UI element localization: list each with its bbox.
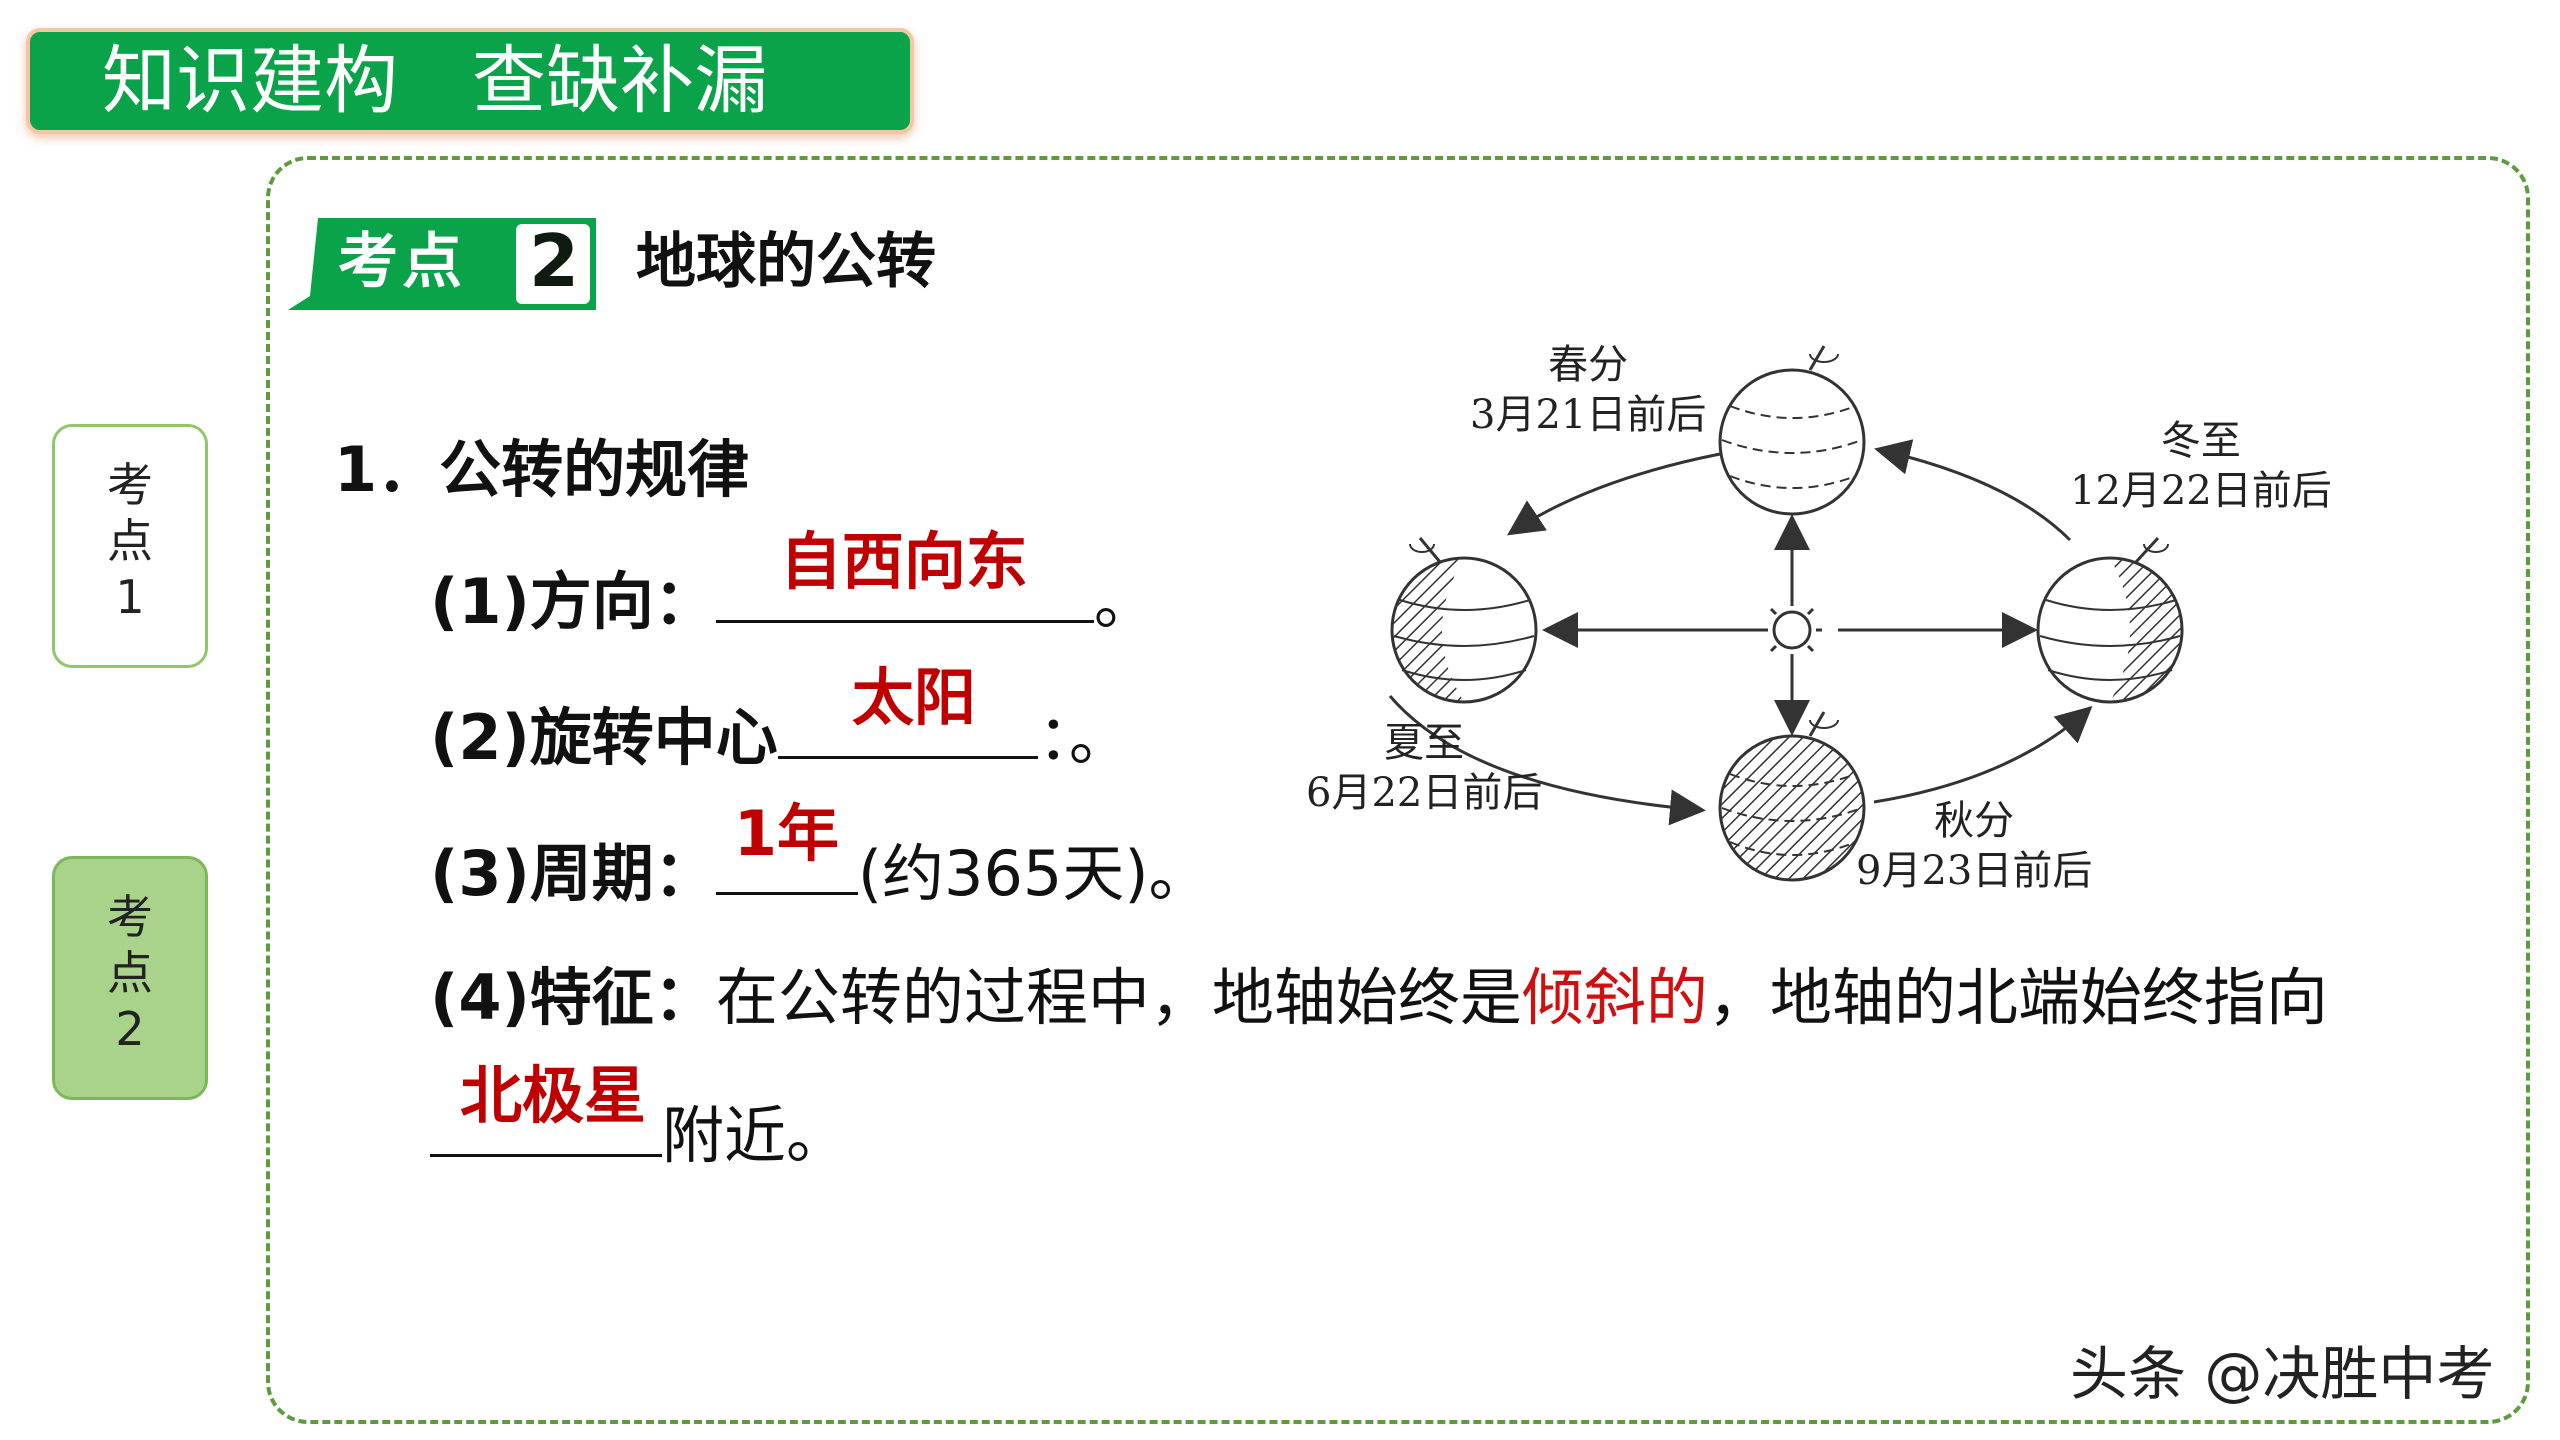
label-spring: 春分 3月21日前后 <box>1470 340 1706 440</box>
sidebar-tab-kaodian-2[interactable]: 考 点 2 <box>52 856 208 1100</box>
watermark: 头条 @决胜中考 <box>2070 1340 2495 1408</box>
tab-char-1: 考 <box>107 890 153 944</box>
tab-number: 2 <box>115 1002 145 1056</box>
tab-char-2: 点 <box>107 946 153 1000</box>
term-date: 3月21日前后 <box>1470 392 1707 438</box>
sidebar-tab-kaodian-1[interactable]: 考 点 1 <box>52 424 208 668</box>
earth-winter-icon <box>2036 536 2184 704</box>
item-suffix: 。 <box>1093 565 1156 638</box>
answer-blank: 太阳 <box>777 661 1038 759</box>
feature-text-a: 在公转的过程中，地轴始终是 <box>715 961 1522 1034</box>
term-name: 秋分 <box>1934 798 2015 844</box>
term-name: 春分 <box>1548 342 1629 388</box>
item-feature-cont: 北极星附近。 <box>430 1059 849 1176</box>
item-label: (4)特征： <box>430 961 716 1034</box>
content-frame <box>266 156 2530 1424</box>
orbit-arc <box>1507 452 1721 536</box>
item-label: (3)周期： <box>430 837 716 910</box>
answer-text: 太阳 <box>851 661 976 734</box>
badge-label: 考点 <box>338 227 466 297</box>
label-summer: 夏至 6月22日前后 <box>1306 718 1542 818</box>
earth-summer-icon <box>1390 537 1538 704</box>
answer-blank: 自西向东 <box>715 525 1094 623</box>
orbit-arc <box>1873 705 2093 804</box>
feature-text-b: ，地轴的北端始终指向 <box>1707 961 2328 1034</box>
answer-text: 北极星 <box>460 1059 647 1132</box>
term-date: 6月22日前后 <box>1306 770 1543 816</box>
orbit-svg <box>1388 345 2184 882</box>
item-suffix: (约365天)。 <box>857 837 1211 910</box>
term-name: 夏至 <box>1384 720 1465 766</box>
tab-number: 1 <box>115 570 145 624</box>
answer-text: 1年 <box>733 797 839 870</box>
label-autumn: 秋分 9月23日前后 <box>1856 796 2092 896</box>
answer-blank: 1年 <box>715 797 858 895</box>
item-feature: (4)特征：在公转的过程中，地轴始终是倾斜的，地轴的北端始终指向 <box>430 958 2328 1038</box>
term-date: 12月22日前后 <box>2070 468 2332 514</box>
kaodian-badge <box>288 218 596 310</box>
earth-autumn-icon <box>1718 711 1866 882</box>
orbit-arc <box>1388 695 1706 826</box>
term-date: 9月23日前后 <box>1856 848 2093 894</box>
section-banner: 知识建构 查缺补漏 <box>26 28 914 134</box>
feature-highlight: 倾斜的 <box>1521 961 1708 1034</box>
tab-char-1: 考 <box>107 458 153 512</box>
label-winter: 冬至 12月22日前后 <box>2070 416 2332 516</box>
orbit-arc <box>1874 439 2072 542</box>
item-label: (2)旋转中心 <box>430 701 778 774</box>
answer-text: 自西向东 <box>779 525 1028 598</box>
item-center: (2)旋转中心太阳 ：。 <box>430 661 1131 778</box>
sun-icon <box>1762 600 1822 660</box>
badge-number: 2 <box>528 219 580 303</box>
earth-spring-icon <box>1718 345 1866 516</box>
item-direction: (1)方向： 自西向东。 <box>430 525 1156 642</box>
item-suffix: ：。 <box>1037 701 1131 774</box>
tab-char-2: 点 <box>107 514 153 568</box>
topic-title: 地球的公转 <box>636 227 936 297</box>
answer-blank: 北极星 <box>430 1059 662 1157</box>
term-name: 冬至 <box>2160 418 2241 464</box>
item-period: (3)周期：1年(约365天)。 <box>430 797 1211 914</box>
orbit-diagram <box>1290 330 2350 920</box>
item-label: (1)方向： <box>430 565 716 638</box>
section-heading: 1．公转的规律 <box>334 433 750 506</box>
item-suffix: 附近。 <box>662 1099 849 1172</box>
